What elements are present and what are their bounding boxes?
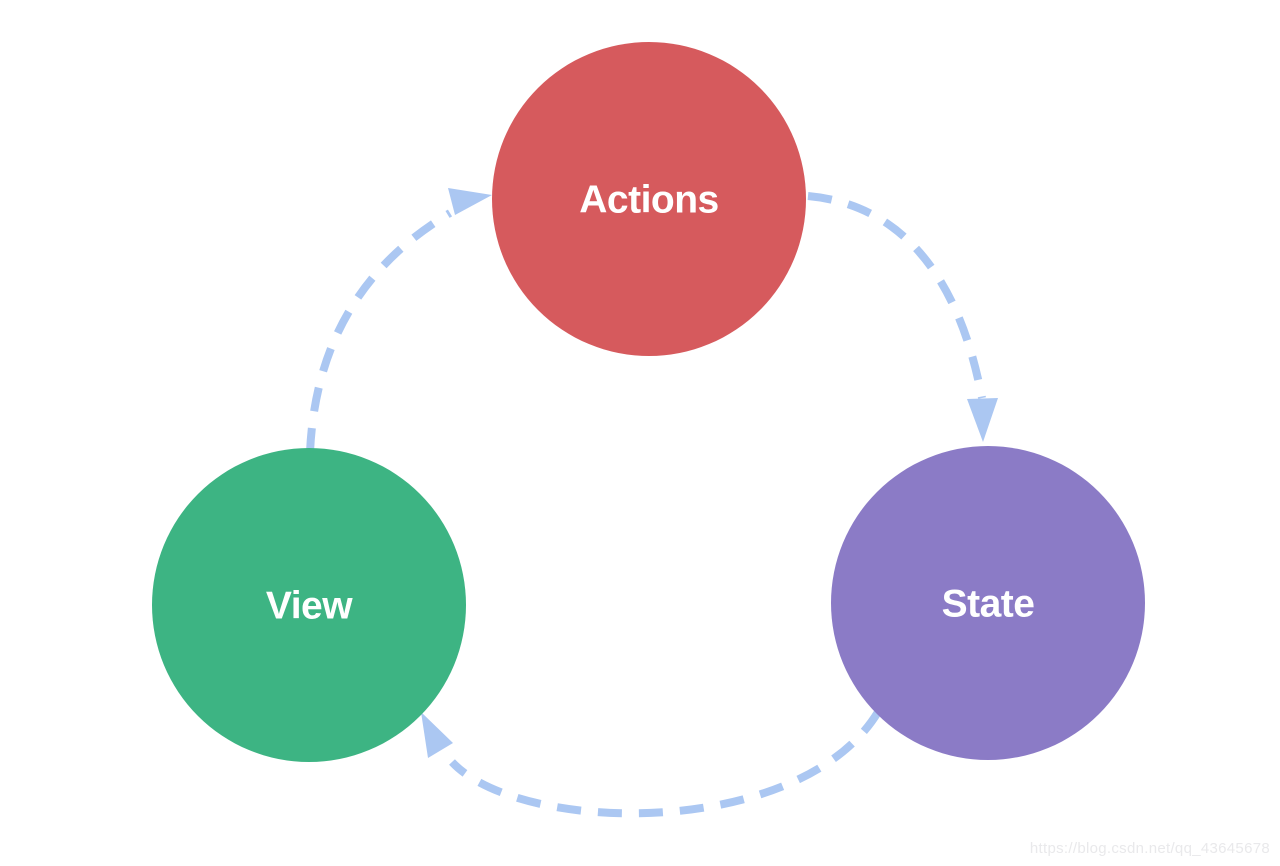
node-state-circle [831, 446, 1145, 760]
node-view-label: View [266, 585, 353, 628]
node-view-circle [152, 448, 466, 762]
arrowhead-to-view-icon [421, 712, 453, 758]
node-actions-circle [492, 42, 806, 356]
watermark-text: https://blog.csdn.net/qq_43645678 [1029, 840, 1270, 857]
node-actions-label: Actions [579, 179, 719, 222]
arrow-view-to-actions-path [306, 209, 453, 453]
arrow-actions-to-state-path [807, 192, 986, 399]
arrow-state-to-view [421, 709, 882, 818]
arrow-state-to-view-path [449, 709, 882, 818]
arrow-view-to-actions [306, 188, 492, 453]
arrowhead-to-actions-icon [448, 188, 492, 215]
arrow-actions-to-state [807, 192, 998, 442]
node-state-label: State [942, 583, 1035, 626]
arrowhead-to-state-icon [967, 398, 998, 442]
